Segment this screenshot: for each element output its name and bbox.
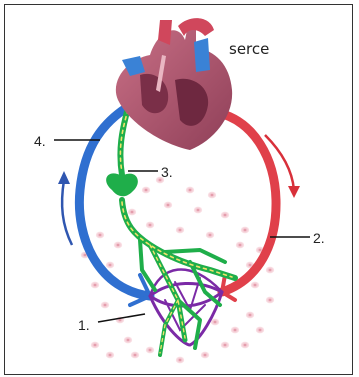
tissue-cell xyxy=(251,282,259,289)
flow-arrow-blue-head xyxy=(58,171,70,184)
tissue-cell xyxy=(241,342,249,349)
artery-red-vessel xyxy=(215,112,276,292)
tissue-cell xyxy=(101,302,109,309)
tissue-cell xyxy=(176,357,184,364)
tissue-cell xyxy=(131,352,139,359)
tissue-cell xyxy=(146,347,154,354)
tissue-cell xyxy=(128,209,136,216)
tissue-cell xyxy=(208,192,216,199)
flow-arrow-blue xyxy=(62,180,72,245)
tissue-cell xyxy=(176,227,184,234)
tissue-cell xyxy=(241,227,249,234)
tissue-cell xyxy=(106,352,114,359)
tissue-cell xyxy=(194,207,202,214)
tissue-cell xyxy=(221,342,229,349)
tissue-cell xyxy=(124,337,132,344)
tissue-cell xyxy=(106,262,114,269)
tissue-cell xyxy=(186,187,194,194)
label-3: 3. xyxy=(161,164,173,180)
label-4: 4. xyxy=(34,133,46,149)
tissue-cell xyxy=(236,242,244,249)
title-label: serce xyxy=(229,40,269,58)
tissue-cell xyxy=(256,327,264,334)
tissue-cell xyxy=(266,297,274,304)
tissue-cell xyxy=(206,232,214,239)
tissue-cell xyxy=(96,232,104,239)
tissue-cell xyxy=(142,187,150,194)
tissue-cell xyxy=(91,342,99,349)
tissue-cell xyxy=(164,202,172,209)
tissue-cell xyxy=(221,212,229,219)
tissue-cell xyxy=(231,327,239,334)
tissue-cell xyxy=(114,242,122,249)
heart-illustration xyxy=(116,18,232,150)
flow-arrow-red-head xyxy=(288,186,300,198)
lymph-node xyxy=(106,173,138,196)
label-2: 2. xyxy=(313,230,325,246)
tissue-cell xyxy=(91,282,99,289)
tissue-cell xyxy=(246,312,254,319)
tissue-cell xyxy=(146,222,154,229)
tissue-cell xyxy=(266,267,274,274)
vein-blue-vessel xyxy=(79,100,150,296)
label-1: 1. xyxy=(78,317,90,333)
tissue-cell xyxy=(201,352,209,359)
